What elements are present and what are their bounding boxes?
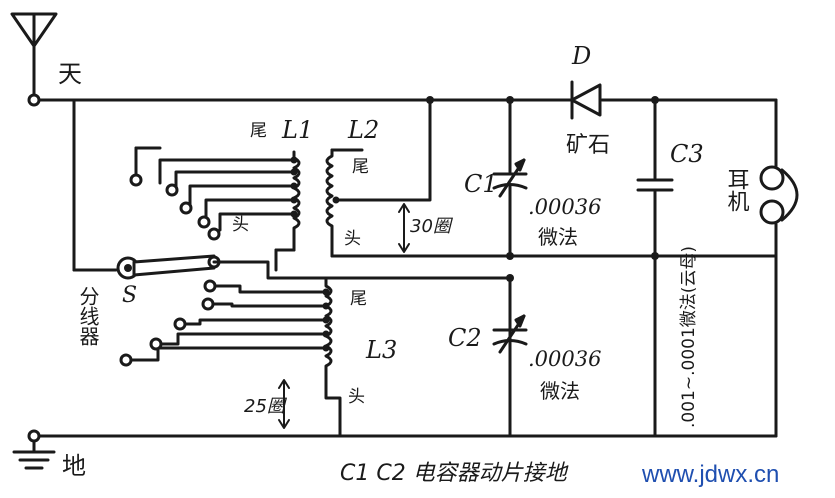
- tap-terminal: [203, 279, 217, 293]
- l2-turns-label: 30圈: [410, 216, 454, 237]
- l3-label: L3: [365, 336, 397, 364]
- c1-value-label: .00036: [528, 195, 601, 219]
- c1-label: C1: [464, 170, 498, 198]
- diode-ref-label: D: [571, 42, 591, 70]
- l1-label: L1: [281, 116, 313, 144]
- earphone: [759, 98, 799, 438]
- antenna-label: 天: [58, 60, 82, 88]
- coil-l2: [325, 148, 334, 236]
- tap-selector-label: 分线器: [76, 286, 100, 346]
- c1-unit-label: 微法: [538, 225, 578, 249]
- l2-label: L2: [347, 116, 379, 144]
- c3-value-label: .001~.0001微法(云母): [679, 246, 699, 428]
- tap-terminal: [119, 353, 133, 367]
- earphone-label: 耳机: [724, 168, 750, 212]
- l3-tail-label: 尾: [350, 289, 367, 309]
- capacitor-c2: [492, 276, 528, 438]
- tap-terminal: [149, 337, 163, 351]
- coil-l1: [292, 150, 301, 234]
- ground-symbol: [12, 439, 56, 470]
- l2-head-label: 头: [344, 229, 361, 249]
- antenna-symbol: [10, 12, 58, 96]
- ground-label: 地: [62, 452, 86, 480]
- switch-label: S: [122, 283, 137, 308]
- l1-tail-label: 尾: [250, 121, 267, 141]
- c2-label: C2: [448, 324, 482, 352]
- tap-terminal: [207, 227, 221, 241]
- c3-label: C3: [670, 140, 704, 168]
- c2-value-label: .00036: [528, 347, 601, 371]
- diode-name-label: 矿石: [566, 133, 610, 158]
- capacitor-c1: [492, 98, 528, 258]
- tap-terminal: [201, 297, 215, 311]
- switch-s: [116, 254, 221, 280]
- capacitor-note: C1 C2 电容器动片接地: [340, 461, 569, 486]
- crystal-diode: [570, 80, 602, 120]
- c2-unit-label: 微法: [540, 379, 580, 403]
- capacitor-c3: [636, 98, 674, 438]
- tap-terminal: [173, 317, 187, 331]
- l1-head-label: 头: [232, 215, 249, 235]
- coil-l3: [324, 276, 333, 380]
- tap-terminal: [179, 201, 193, 215]
- l3-head-label: 头: [348, 387, 365, 407]
- l2-tail-label: 尾: [352, 157, 369, 177]
- watermark: www.jdwx.cn: [641, 461, 779, 488]
- tap-terminal: [165, 183, 179, 197]
- l3-turns-label: 25圈: [244, 396, 288, 417]
- tap-terminal: [197, 215, 211, 229]
